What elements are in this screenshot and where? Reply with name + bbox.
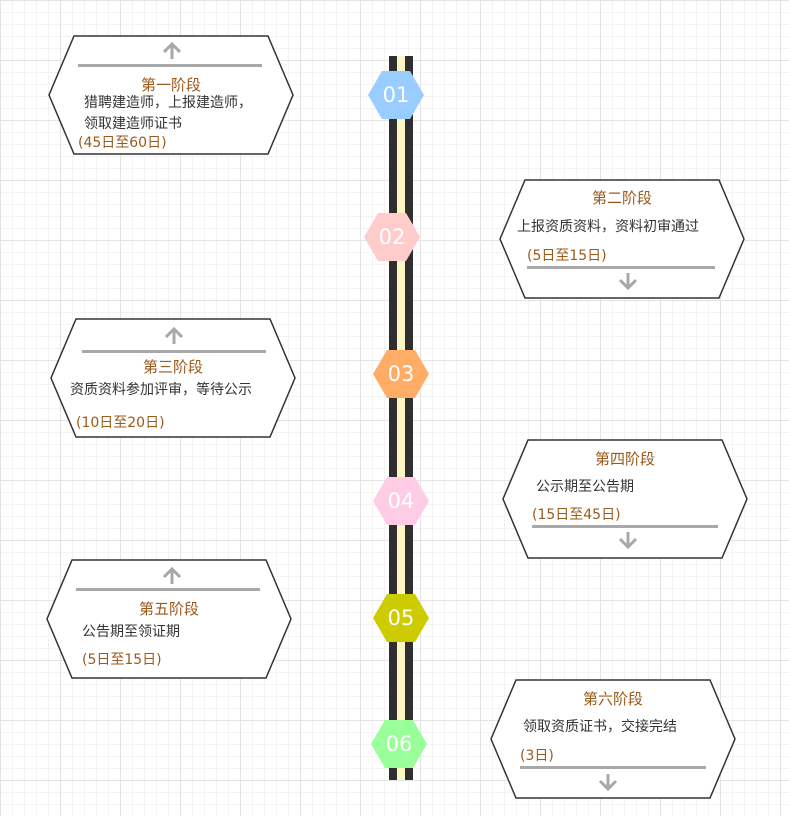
arrow-up-icon bbox=[162, 42, 182, 59]
stage-duration: (5日至15日) bbox=[82, 652, 162, 668]
stage-card-4: 第四阶段 公示期至公告期 (15日至45日) bbox=[502, 439, 748, 559]
stage-description: 上报资质资料，资料初审通过 bbox=[517, 219, 699, 235]
stage-node-number: 04 bbox=[387, 489, 415, 513]
arrow-down-icon bbox=[598, 774, 618, 791]
stage-description: 领取资质证书，交接完结 bbox=[523, 719, 677, 735]
stage-node-number: 06 bbox=[385, 732, 413, 756]
stage-node-01: 01 bbox=[368, 71, 424, 119]
hexagon-outline bbox=[502, 439, 748, 559]
stage-node-06: 06 bbox=[371, 720, 427, 768]
stage-title: 第三阶段 bbox=[142, 358, 203, 376]
stage-duration: (10日至20日) bbox=[76, 415, 165, 431]
divider-bar bbox=[76, 588, 260, 591]
stage-title: 第一阶段 bbox=[140, 76, 201, 94]
stage-description: 公示期至公告期 bbox=[536, 479, 634, 495]
stage-node-number: 02 bbox=[378, 225, 406, 249]
stage-description: 公告期至领证期 bbox=[82, 624, 180, 640]
stage-card-6: 第六阶段 领取资质证书，交接完结 (3日) bbox=[490, 679, 736, 799]
divider-bar bbox=[78, 64, 262, 67]
divider-bar bbox=[532, 525, 718, 528]
arrow-down-icon bbox=[618, 273, 638, 290]
stage-node-number: 03 bbox=[387, 362, 415, 386]
stage-node-number: 01 bbox=[382, 83, 410, 107]
hexagon-outline bbox=[50, 318, 296, 438]
timeline-track bbox=[389, 56, 413, 780]
stage-description: 资质资料参加评审，等待公示 bbox=[70, 382, 252, 398]
stage-node-05: 05 bbox=[373, 594, 429, 642]
arrow-up-icon bbox=[162, 567, 182, 584]
stage-duration: (15日至45日) bbox=[532, 507, 621, 523]
stage-node-02: 02 bbox=[364, 213, 420, 261]
stage-duration: (3日) bbox=[520, 748, 554, 764]
stage-node-number: 05 bbox=[387, 606, 415, 630]
stage-duration: (5日至15日) bbox=[527, 248, 607, 264]
stage-node-03: 03 bbox=[373, 350, 429, 398]
divider-bar bbox=[82, 350, 266, 353]
stage-card-2: 第二阶段 上报资质资料，资料初审通过 (5日至15日) bbox=[499, 179, 745, 299]
divider-bar bbox=[520, 766, 706, 769]
stage-title: 第四阶段 bbox=[594, 450, 655, 468]
timeline-track-inner bbox=[397, 56, 405, 780]
stage-title: 第六阶段 bbox=[582, 690, 643, 708]
stage-card-3: 第三阶段 资质资料参加评审，等待公示 (10日至20日) bbox=[50, 318, 296, 438]
stage-duration: (45日至60日) bbox=[78, 135, 167, 151]
stage-card-5: 第五阶段 公告期至领证期 (5日至15日) bbox=[46, 559, 292, 679]
stage-title: 第五阶段 bbox=[138, 600, 199, 618]
divider-bar bbox=[527, 266, 715, 269]
arrow-up-icon bbox=[164, 327, 184, 344]
stage-card-1: 第一阶段 猎聘建造师，上报建造师，领取建造师证书 (45日至60日) bbox=[48, 35, 294, 155]
stage-description: 猎聘建造师，上报建造师，领取建造师证书 bbox=[84, 95, 252, 132]
stage-node-04: 04 bbox=[373, 477, 429, 525]
stage-title: 第二阶段 bbox=[591, 189, 652, 207]
arrow-down-icon bbox=[618, 532, 638, 549]
